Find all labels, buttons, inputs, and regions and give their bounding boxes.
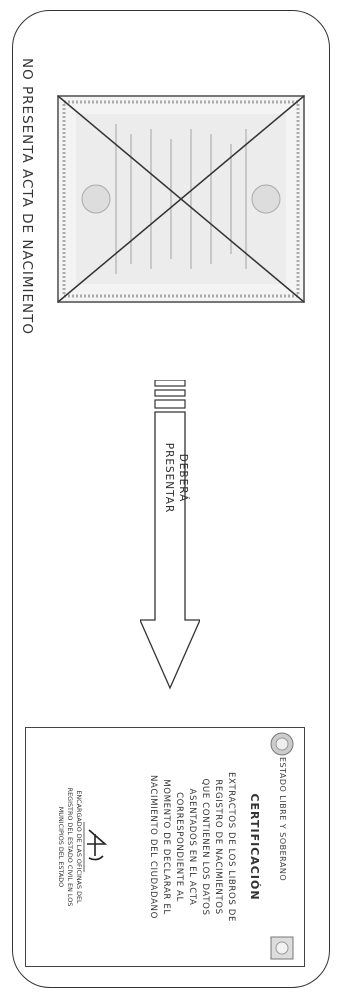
certificate-footer-line: REGISTRO DEL ESTADO CIVIL EN LOS — [65, 747, 74, 947]
certificate-body-line: NACIMIENTO DEL CIUDADANO — [146, 747, 159, 947]
certificate-body-line: QUE CONTIENEN LOS DATOS — [198, 747, 211, 947]
signature — [83, 822, 109, 872]
certificate-footer: ENCARGADO DE LAS OFICINAS DEL REGISTRO D… — [56, 747, 83, 947]
state-seal-icon — [269, 731, 295, 757]
certificate-footer-line: MUNICIPIOS DEL ESTADO — [56, 747, 65, 947]
certificate-footer-line: ENCARGADO DE LAS OFICINAS DEL — [74, 747, 83, 947]
certificate-body-line: EXTRACTOS DE LOS LIBROS DE — [224, 747, 237, 947]
arrow-label-line2: PRESENTAR — [162, 428, 176, 528]
arrow-label: DEBERÁ PRESENTAR — [162, 428, 190, 528]
certificate-body-line: CORRESPONDIENTE AL — [172, 747, 185, 947]
certificate-body-line: REGISTRO DE NACIMIENTOS — [211, 747, 224, 947]
crossed-out-birth-certificate — [56, 94, 306, 304]
arrow-down-icon — [140, 380, 200, 690]
arrow-label-line1: DEBERÁ — [176, 428, 190, 528]
certificate-body: EXTRACTOS DE LOS LIBROS DE REGISTRO DE N… — [146, 747, 237, 947]
certificate-body-line: ASENTADOS EN EL ACTA — [185, 747, 198, 947]
certificate-body-line: MOMENTO DE DECLARAR EL — [159, 747, 172, 947]
heading-no-acta: NO PRESENTA ACTA DE NACIMIENTO — [4, 58, 20, 335]
certificate-header: ESTADO LIBRE Y SOBERANO — [278, 757, 287, 881]
certificate-content: ESTADO LIBRE Y SOBERANO CERTIFICACIÓN EX… — [25, 727, 305, 967]
registry-seal-icon — [269, 935, 295, 961]
certificate-title: CERTIFICACIÓN — [248, 727, 261, 967]
birth-certification-document: ESTADO LIBRE Y SOBERANO CERTIFICACIÓN EX… — [25, 727, 305, 967]
